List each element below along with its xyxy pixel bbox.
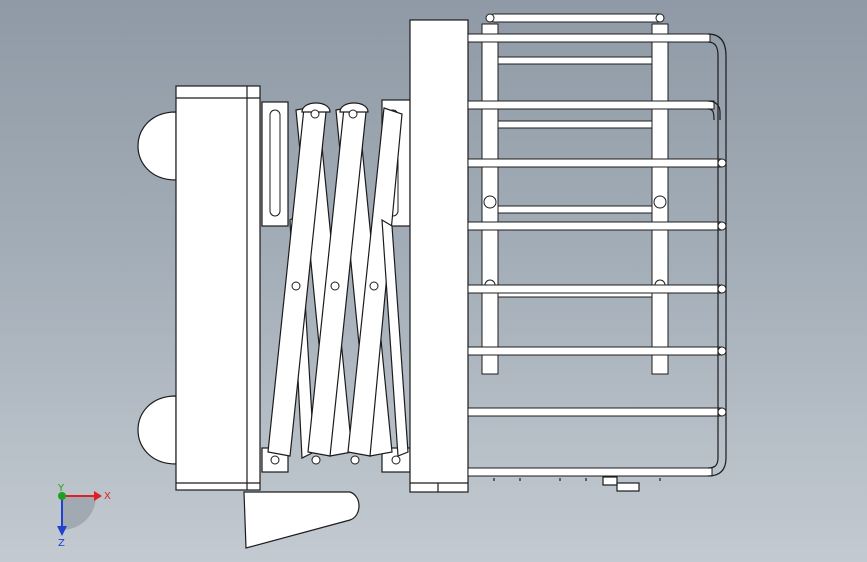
pivot-hole — [350, 455, 360, 465]
fork-cage — [467, 13, 727, 492]
pivot-hole — [310, 109, 320, 119]
y-axis-origin-icon — [58, 492, 66, 500]
pivot-hole — [391, 455, 401, 465]
z-axis-arrow-icon — [57, 526, 67, 536]
pivot-hole — [291, 281, 301, 291]
left-carriage-plate — [175, 85, 261, 491]
pivot-hole — [348, 109, 358, 119]
bottom-bracket — [602, 476, 618, 486]
left-bumper-bottom — [137, 395, 177, 465]
y-axis-label: Y — [57, 483, 65, 494]
x-axis-arrow-icon — [94, 491, 102, 501]
x-axis-label: X — [104, 491, 111, 502]
z-axis-label: Z — [58, 538, 65, 549]
triad-shadow — [62, 496, 96, 530]
slot — [269, 109, 281, 217]
right-carriage-plate — [409, 19, 469, 493]
scissor-mechanism — [261, 99, 411, 473]
pivot-hole — [330, 281, 340, 291]
pivot-hole — [311, 455, 321, 465]
left-bumper-top — [137, 111, 177, 181]
bottom-pin — [616, 482, 640, 492]
coordinate-triad: X Y Z — [57, 483, 111, 549]
bottom-wedge — [243, 491, 360, 549]
pivot-hole — [369, 281, 379, 291]
pivot-hole — [270, 455, 280, 465]
